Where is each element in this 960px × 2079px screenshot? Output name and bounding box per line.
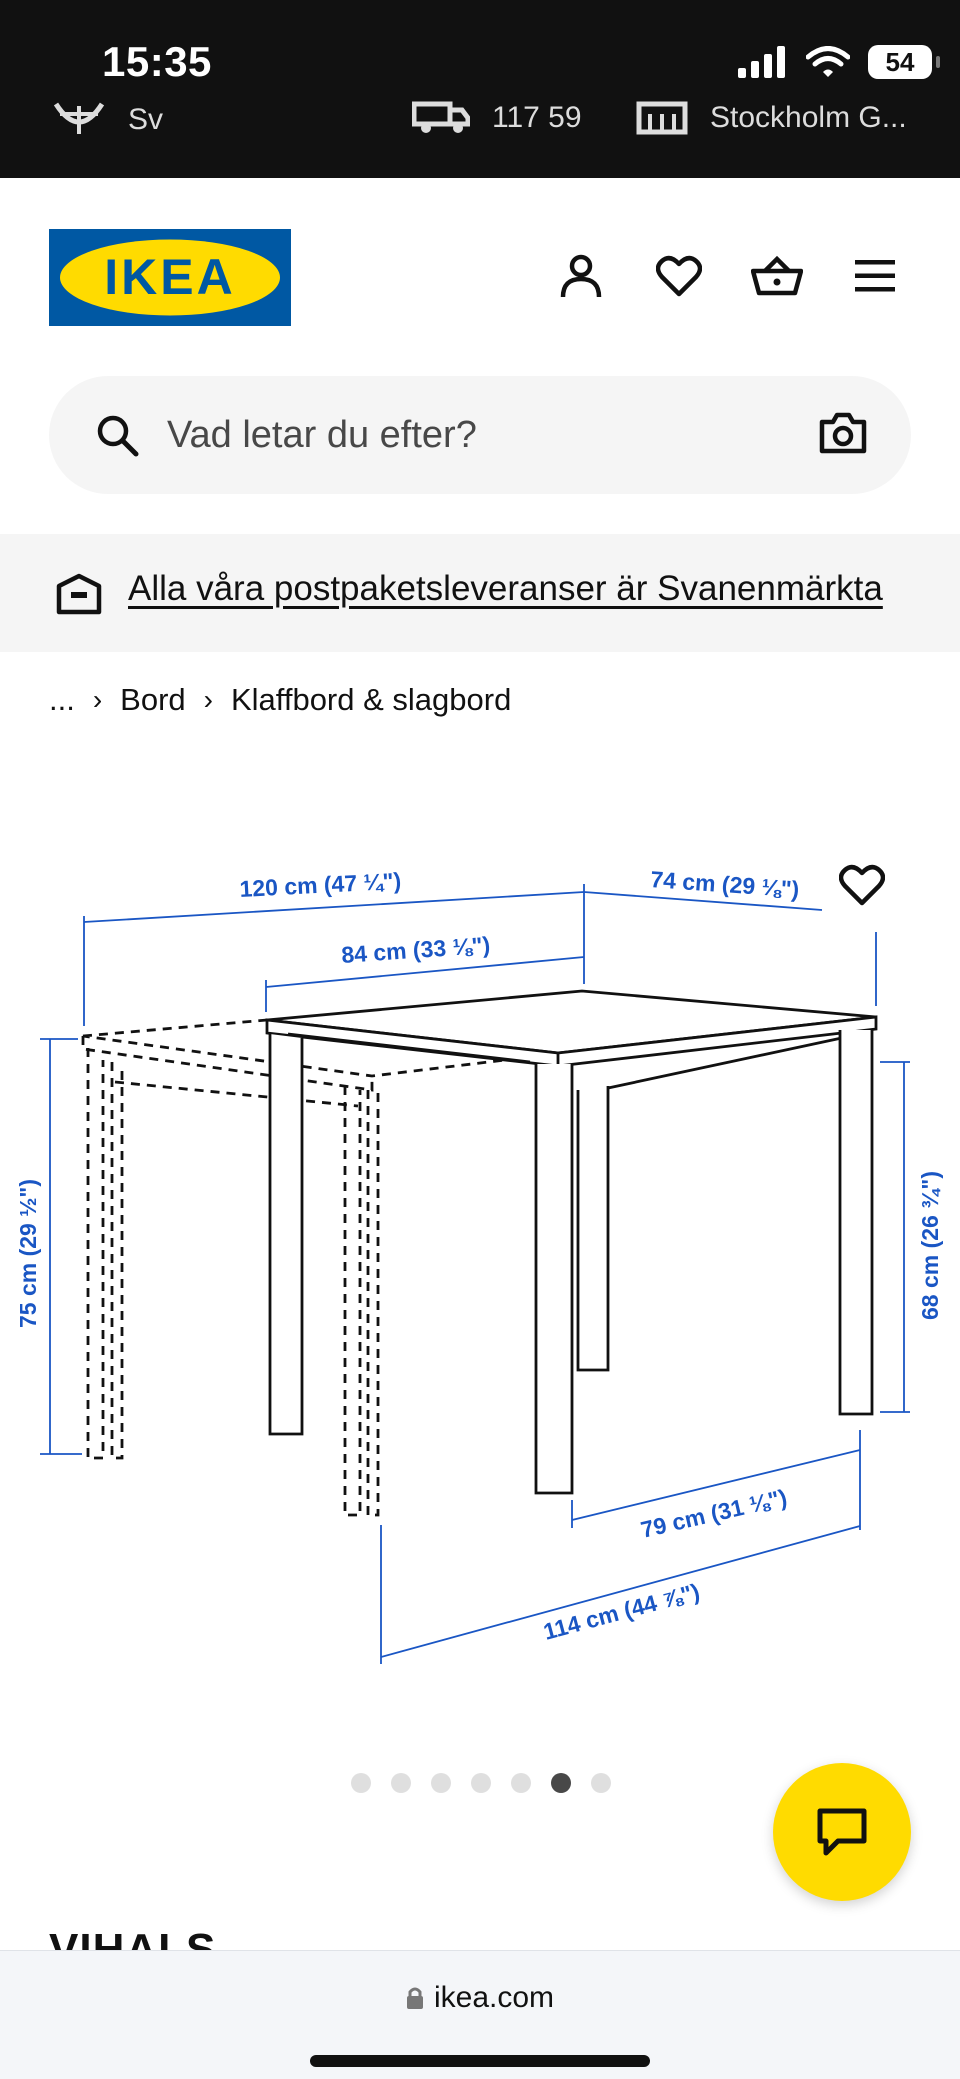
- header-actions: [554, 249, 902, 303]
- breadcrumb-item-bord[interactable]: Bord: [120, 682, 186, 717]
- status-icons: 54: [738, 42, 940, 82]
- dimension-labels: 120 cm (47 ¼") 74 cm (29 ⅛") 84 cm (33 ⅛…: [15, 866, 943, 1645]
- heart-icon[interactable]: [652, 249, 706, 303]
- dim-folded-width: 84 cm (33 ⅛"): [341, 932, 491, 968]
- carousel-dots: [351, 1773, 611, 1793]
- carousel-dot[interactable]: [511, 1773, 531, 1793]
- menu-icon[interactable]: [848, 249, 902, 303]
- battery-level: 54: [885, 46, 915, 77]
- truck-icon: [412, 101, 470, 133]
- carousel-dot[interactable]: [431, 1773, 451, 1793]
- dim-height: 75 cm (29 ½"): [15, 1179, 41, 1328]
- dim-leg-span-width: 114 cm (44 ⅞"): [541, 1578, 703, 1645]
- language-selector[interactable]: Sv: [52, 100, 163, 140]
- wifi-icon: [806, 46, 850, 77]
- heart-icon: [838, 864, 886, 906]
- store-label: Stockholm G...: [710, 101, 907, 134]
- globe-icon: [53, 102, 105, 134]
- dim-leg-height: 68 cm (26 ¾"): [917, 1171, 943, 1320]
- lock-icon: [406, 1987, 423, 2009]
- user-icon[interactable]: [554, 249, 608, 303]
- battery-icon: 54: [868, 45, 940, 79]
- status-time: 15:35: [102, 38, 212, 85]
- chevron-right-icon: ›: [203, 684, 213, 715]
- basket-icon[interactable]: [750, 249, 804, 303]
- dim-depth: 74 cm (29 ⅛"): [650, 866, 800, 902]
- top-bar: [0, 0, 960, 178]
- carousel-dot[interactable]: [351, 1773, 371, 1793]
- banner-link[interactable]: Alla våra postpaketsleveranser är Svanen…: [128, 569, 883, 608]
- chat-icon: [817, 1808, 867, 1856]
- ikea-logo[interactable]: IKEA: [49, 229, 291, 326]
- chevron-right-icon: ›: [92, 684, 103, 715]
- search-input[interactable]: [167, 404, 787, 466]
- signal-icon: [738, 46, 785, 78]
- camera-icon[interactable]: [819, 412, 867, 454]
- dim-full-width: 120 cm (47 ¼"): [239, 868, 402, 902]
- carousel-dot[interactable]: [591, 1773, 611, 1793]
- search-icon: [97, 415, 139, 457]
- chat-button[interactable]: [773, 1763, 911, 1901]
- store-icon: [636, 101, 688, 135]
- dimension-lines: [40, 884, 910, 1664]
- browser-address-bar[interactable]: ikea.com: [0, 1950, 960, 2079]
- product-dimension-image[interactable]: 120 cm (47 ¼") 74 cm (29 ⅛") 84 cm (33 ⅛…: [0, 780, 960, 1740]
- postcode-label: 117 59: [492, 101, 582, 134]
- favourite-button[interactable]: [832, 858, 892, 914]
- carousel-dot[interactable]: [471, 1773, 491, 1793]
- carousel-dot[interactable]: [391, 1773, 411, 1793]
- parcel-icon: [56, 573, 102, 615]
- breadcrumb: ... › Bord › Klaffbord & slagbord: [49, 682, 511, 718]
- url-field[interactable]: ikea.com: [0, 1981, 960, 2015]
- delivery-banner: Alla våra postpaketsleveranser är Svanen…: [0, 534, 960, 652]
- utility-bar: Sv 117 59 Stockholm G...: [0, 100, 960, 140]
- breadcrumb-item-klaffbord[interactable]: Klaffbord & slagbord: [230, 682, 512, 717]
- url-text: ikea.com: [433, 1981, 555, 2014]
- postcode-selector[interactable]: 117 59: [412, 100, 582, 136]
- home-indicator: [310, 2055, 650, 2067]
- carousel-dot-active[interactable]: [551, 1773, 571, 1793]
- language-label: Sv: [128, 103, 164, 136]
- table-drawing: [81, 989, 878, 1517]
- dim-leg-span-depth: 79 cm (31 ⅛"): [638, 1484, 789, 1543]
- store-selector[interactable]: Stockholm G...: [636, 100, 907, 136]
- search-bar[interactable]: [49, 376, 911, 494]
- logo-text: IKEA: [104, 249, 235, 305]
- breadcrumb-ellipsis[interactable]: ...: [49, 682, 75, 717]
